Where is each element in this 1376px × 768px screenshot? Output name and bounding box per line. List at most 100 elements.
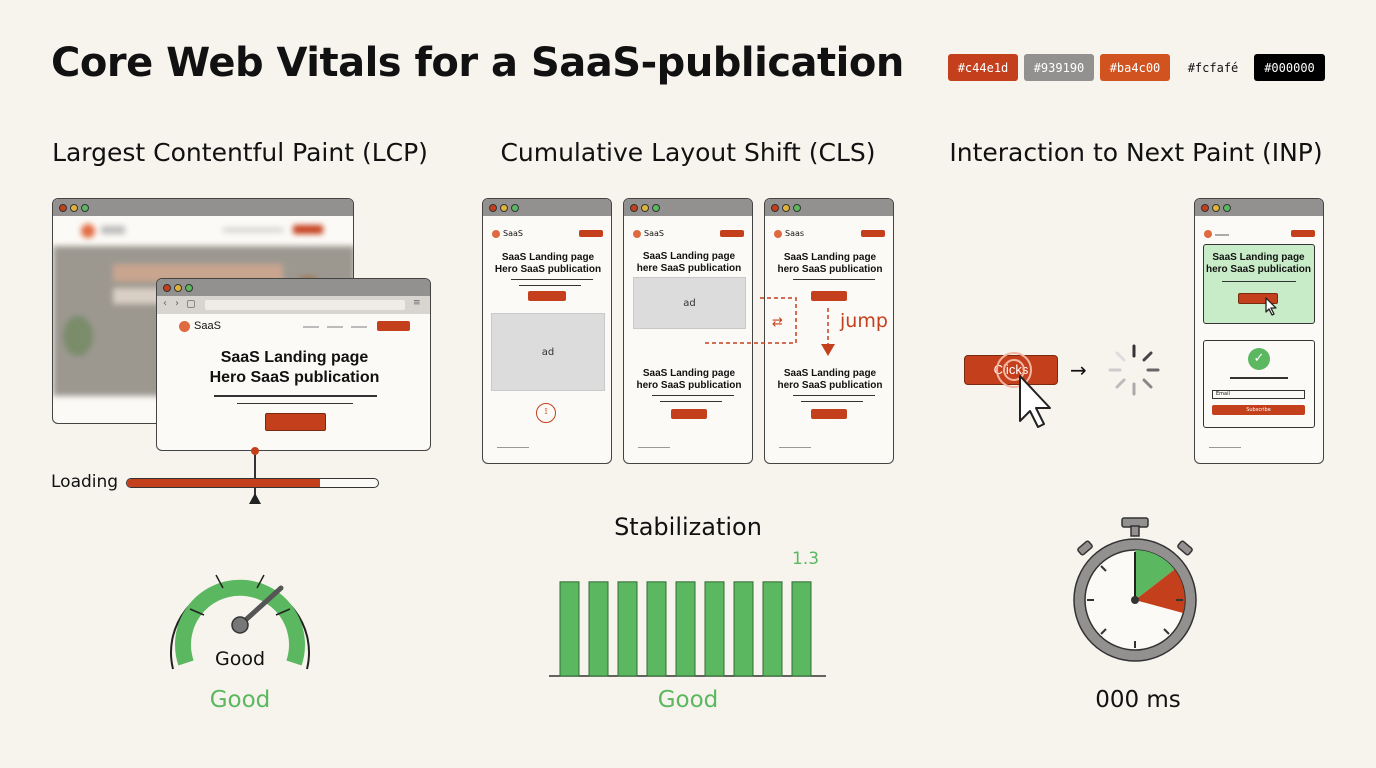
swatch-1: #c44e1d [948, 54, 1018, 81]
brand-logo-icon [492, 230, 500, 238]
footer-line [779, 447, 811, 448]
address-bar: ‹ › ≡ [157, 296, 430, 314]
card-cta-button[interactable] [1238, 293, 1278, 304]
swatch-5: #000000 [1254, 54, 1325, 81]
minimize-dot-icon [174, 284, 182, 292]
maximize-dot-icon [1223, 204, 1231, 212]
page-title: Core Web Vitals for a SaaS-publication [51, 40, 904, 86]
nav-cta-button [377, 321, 410, 331]
brand-logo-icon [774, 230, 782, 238]
subscribe-button[interactable]: Subscribe [1212, 405, 1305, 415]
close-dot-icon [630, 204, 638, 212]
hero-cta-button [265, 413, 326, 431]
lcp-front-window: ‹ › ≡ SaaS SaaS Landing page Hero SaaS p… [156, 278, 431, 451]
card-heading-line1: SaaS Landing page [1212, 252, 1305, 263]
swatch-4: #fcfafé [1187, 60, 1239, 75]
divider [1222, 281, 1296, 282]
lcp-gauge: Good [170, 574, 310, 670]
loading-label: Loading [51, 472, 119, 492]
stopwatch-good-segment [1135, 550, 1175, 600]
heading-line2: Hero SaaS publication [494, 264, 602, 275]
loading-spinner-icon: ⟟ [536, 403, 556, 423]
maximize-dot-icon [793, 204, 801, 212]
nav-cta-button [861, 230, 885, 237]
window-titlebar [1195, 199, 1323, 216]
inp-title: Interaction to Next Paint (INP) [949, 138, 1323, 167]
close-dot-icon [59, 204, 67, 212]
hero-heading-line1: SaaS Landing page [220, 349, 369, 366]
url-field [205, 300, 405, 310]
inp-timer-value: 000 ms [1095, 687, 1181, 713]
heading-line3: SaaS Landing page [642, 368, 736, 379]
nav-link [1215, 234, 1229, 236]
minimize-dot-icon [782, 204, 790, 212]
brand-logo-icon [633, 230, 641, 238]
bar-value-label: 1.3 [792, 549, 820, 569]
footer-line [638, 447, 670, 448]
stabilization-bar [646, 581, 667, 677]
divider [801, 401, 863, 402]
window-titlebar [765, 199, 893, 216]
cls-title: Cumulative Layout Shift (CLS) [500, 138, 876, 167]
forward-arrow-icon: › [175, 298, 179, 309]
stabilization-chart [549, 581, 826, 677]
divider [237, 403, 353, 404]
stabilization-bar [588, 581, 609, 677]
gauge-ticks [189, 574, 291, 616]
stabilization-bar [675, 581, 696, 677]
nav-cta-button [720, 230, 744, 237]
jump-label: jump [840, 310, 888, 332]
nav-link [351, 326, 367, 328]
shift-dashed-path [702, 297, 797, 344]
hero-heading-line2: Hero SaaS publication [209, 369, 380, 386]
heading-line2: here SaaS publication [636, 263, 742, 274]
stabilization-title: Stabilization [614, 513, 762, 541]
window-titlebar [157, 279, 430, 296]
stabilization-bar [704, 581, 725, 677]
shift-arrows-icon: ⇄ [772, 315, 783, 330]
divider [511, 279, 593, 280]
stopwatch-button-right [1177, 540, 1193, 556]
lcp-marker-triangle-icon [249, 493, 261, 504]
lcp-title: Largest Contentful Paint (LCP) [52, 138, 428, 167]
arrow-right-icon: → [1070, 358, 1087, 382]
window-titlebar [624, 199, 752, 216]
email-field[interactable]: Email [1212, 390, 1305, 399]
lcp-marker-dot [251, 447, 259, 455]
menu-icon: ≡ [413, 298, 421, 308]
minimize-dot-icon [641, 204, 649, 212]
brand-name: SaaS [503, 229, 523, 238]
home-icon [187, 300, 195, 308]
cls-jump-indicator: ⇄ [702, 297, 835, 356]
brand-name: SaaS [644, 229, 664, 238]
divider [214, 395, 377, 397]
heading-line4: hero SaaS publication [636, 380, 742, 391]
nav-link [303, 326, 319, 328]
divider [793, 395, 875, 396]
window-titlebar [53, 199, 353, 216]
stabilization-bar [559, 581, 580, 677]
heading-line2: hero SaaS publication [777, 264, 883, 275]
success-card: ✓ Email Subscribe [1203, 340, 1315, 428]
stabilization-bar [733, 581, 754, 677]
ad-placeholder: ad [491, 313, 605, 391]
window-titlebar [483, 199, 611, 216]
nav-cta-button [579, 230, 603, 237]
ripple-ring [1003, 359, 1025, 381]
loading-progress-bar [126, 478, 379, 488]
ad-placeholder: ad [633, 277, 746, 329]
cls-rating: Good [657, 687, 719, 713]
loading-progress-fill [127, 479, 321, 487]
heading-line1: SaaS Landing page [783, 252, 877, 263]
nav-link [327, 326, 343, 328]
divider [660, 401, 722, 402]
cta-button [811, 409, 847, 419]
lcp-marker-line [254, 451, 256, 499]
divider [652, 395, 734, 396]
inp-frame: SaaS Landing page hero SaaS publication … [1194, 198, 1324, 464]
divider [1230, 377, 1288, 379]
cta-button [671, 409, 707, 419]
card-heading-line2: hero SaaS publication [1205, 264, 1312, 275]
maximize-dot-icon [511, 204, 519, 212]
divider [519, 285, 581, 286]
